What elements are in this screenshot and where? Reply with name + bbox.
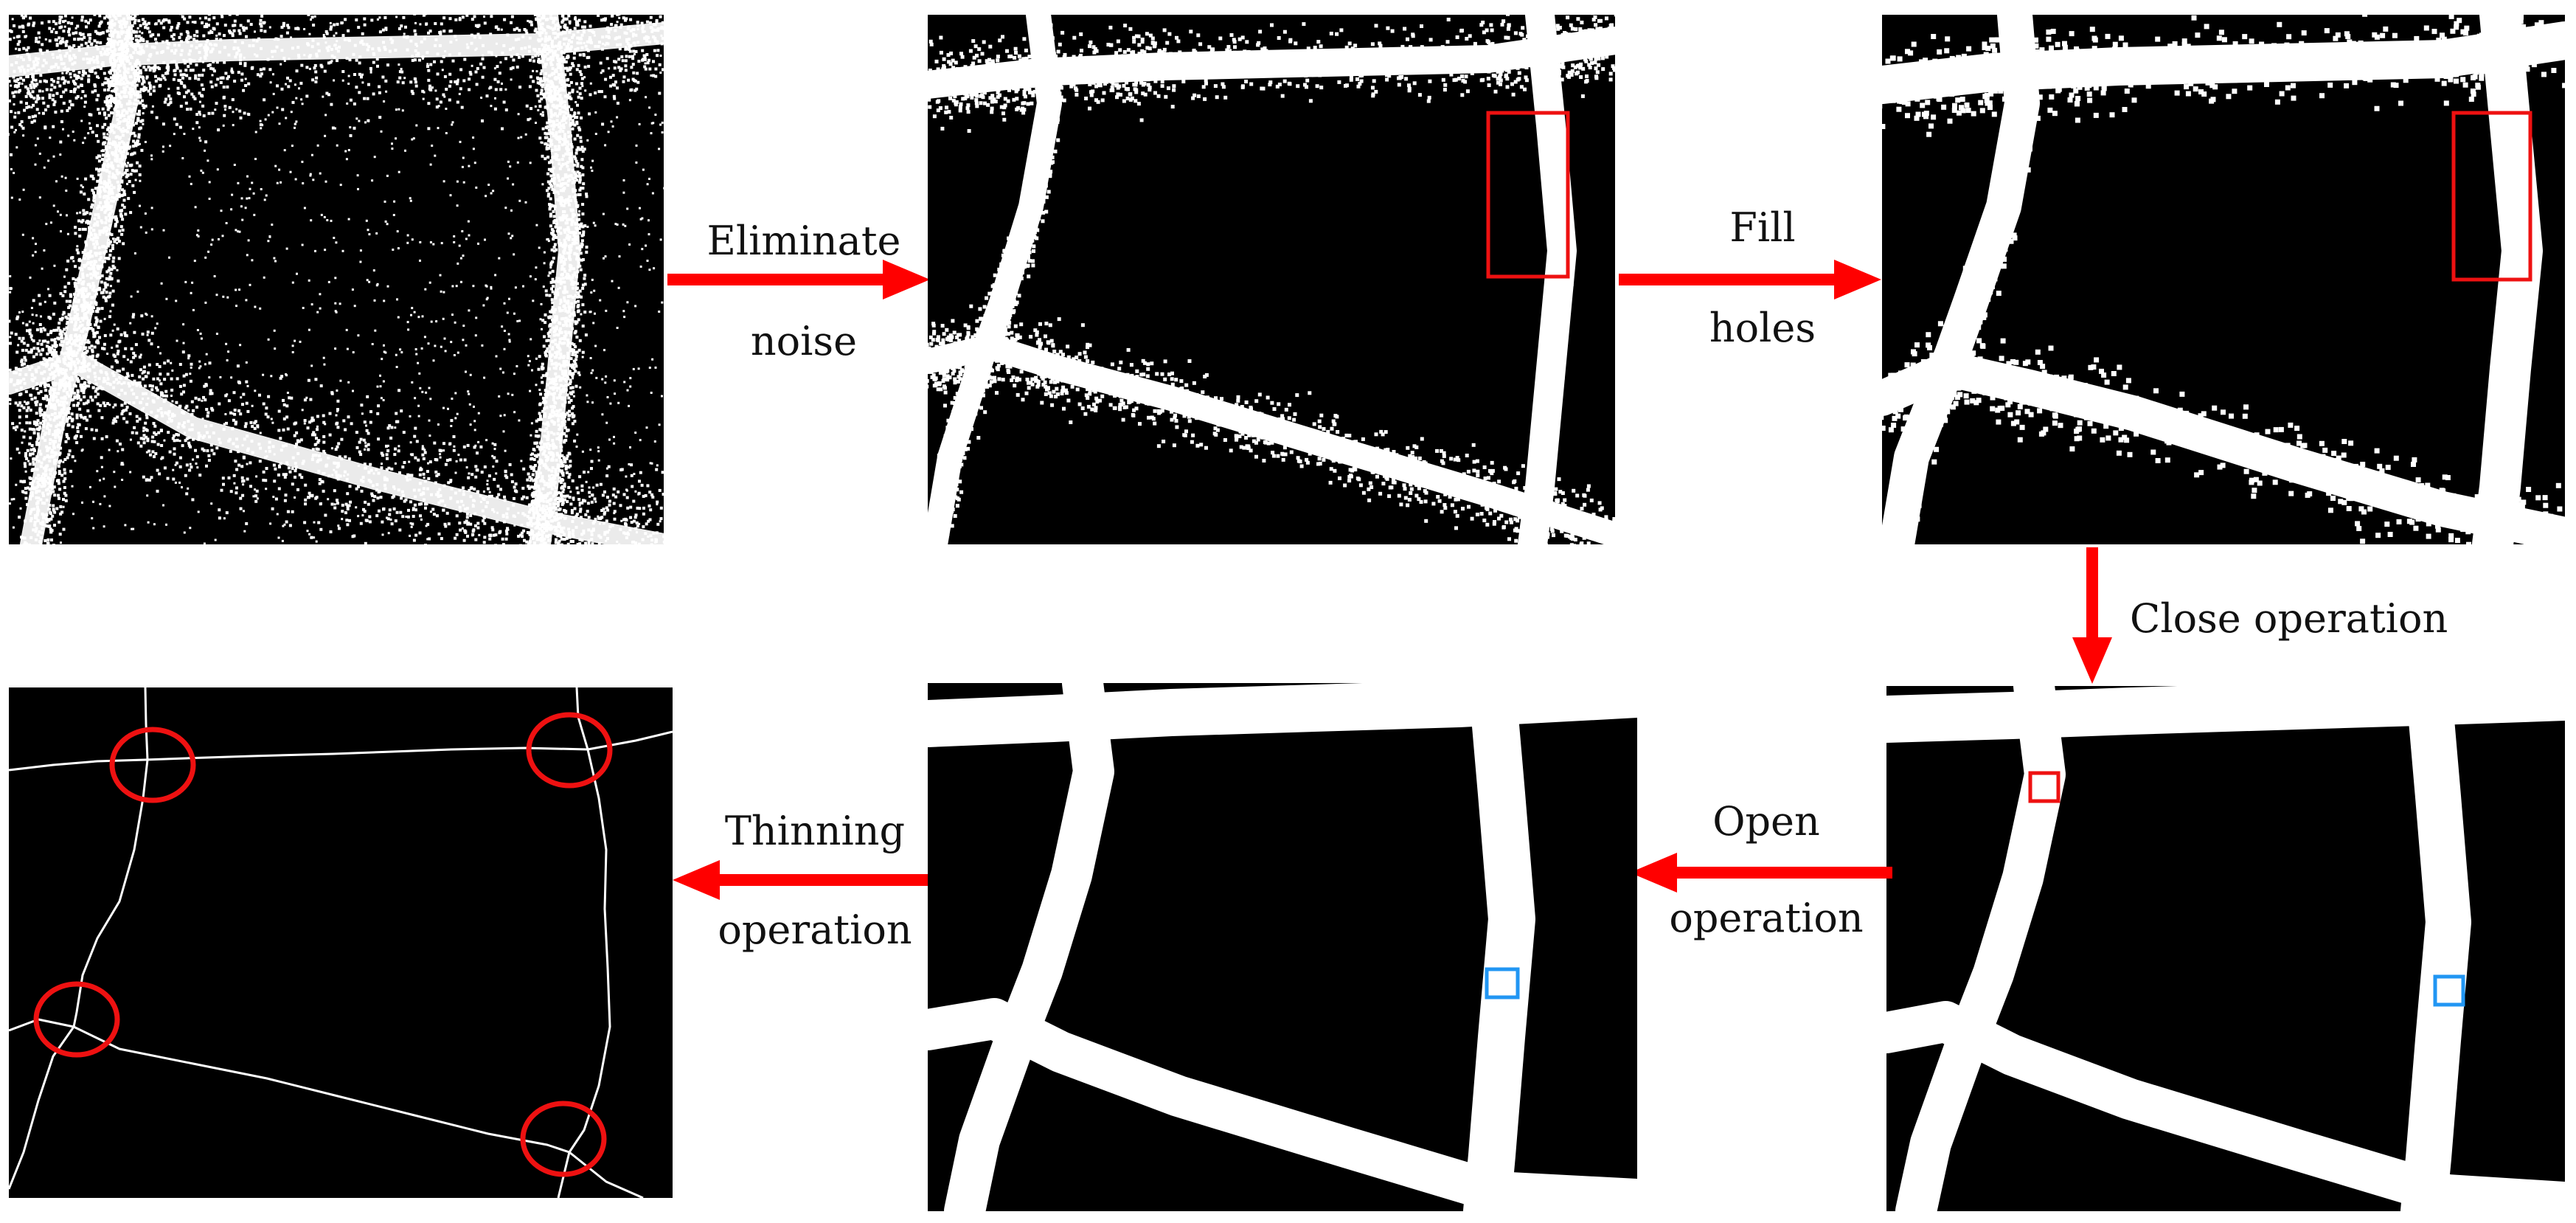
junction-circle (520, 1101, 607, 1177)
panel-noise-eliminated (928, 15, 1615, 544)
highlight-box-blue (1485, 967, 1520, 999)
left-arrow-icon (1630, 853, 1892, 893)
panel-open-operation (928, 683, 1637, 1211)
label-eliminate: Eliminate (707, 218, 901, 264)
left-arrow-icon (673, 860, 928, 900)
down-arrow-icon (2072, 547, 2112, 684)
right-arrow-icon (1619, 260, 1881, 299)
panel-holes-filled (1882, 15, 2565, 544)
label-open: Open (1712, 798, 1820, 845)
highlight-box-red (2028, 771, 2061, 803)
label-thinning: Thinning (724, 808, 906, 854)
right-arrow-icon (667, 260, 930, 299)
label-holes: holes (1709, 305, 1816, 351)
label-fill: Fill (1729, 204, 1796, 251)
highlight-box-red (2451, 111, 2532, 282)
label-close-operation: Close operation (2130, 595, 2448, 642)
highlight-box-blue (2433, 974, 2465, 1007)
junction-circle (33, 981, 120, 1058)
label-operation-open: operation (1669, 895, 1864, 941)
highlight-box-red (1486, 111, 1570, 279)
junction-circle (109, 727, 196, 803)
label-operation-thinning: operation (718, 907, 912, 953)
label-noise: noise (750, 318, 858, 364)
junction-circle (526, 712, 613, 789)
panel-thinned-skeleton (9, 687, 673, 1198)
panel-raw-binary (9, 15, 664, 544)
panel-close-operation (1886, 686, 2565, 1211)
